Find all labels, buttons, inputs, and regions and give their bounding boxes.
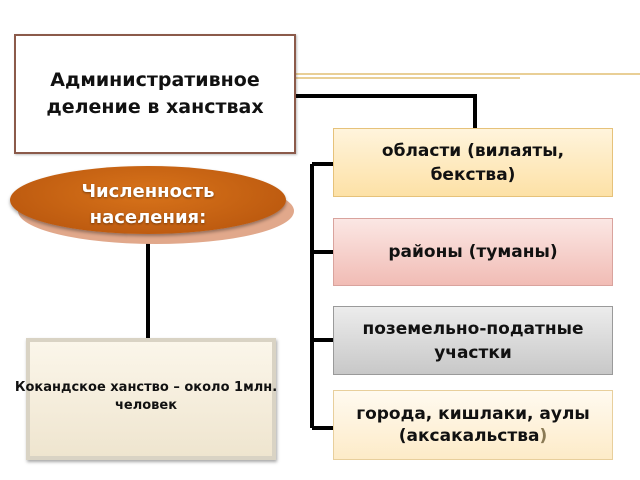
division-districts: районы (туманы) (333, 218, 613, 286)
division-towns-paren: ) (539, 426, 548, 446)
population-oval: Численность населения: (10, 166, 286, 234)
connector-title-to-regions (296, 94, 477, 128)
title-box: Административное деление в ханствах (14, 34, 296, 154)
division-towns-text: города, кишлаки, аулы (аксакальства) (340, 403, 606, 447)
population-info-text: Кокандское ханство – около 1млн. человек (14, 380, 278, 413)
division-land-tax-plots-text: поземельно-податные участки (362, 318, 584, 363)
title-text: Административное деление в ханствах (46, 69, 264, 118)
population-label: Численность населения: (81, 181, 215, 228)
population-info-box (26, 338, 276, 460)
division-towns: города, кишлаки, аулы (аксакальства) (333, 390, 613, 460)
division-towns-main: города, кишлаки, аулы (аксакальства (356, 404, 590, 446)
division-regions: области (вилаяты, бекства) (333, 128, 613, 197)
division-regions-text: области (вилаяты, бекства) (381, 140, 565, 185)
division-land-tax-plots: поземельно-податные участки (333, 306, 613, 375)
division-districts-text: районы (туманы) (388, 242, 558, 262)
decor-lines (296, 73, 640, 79)
